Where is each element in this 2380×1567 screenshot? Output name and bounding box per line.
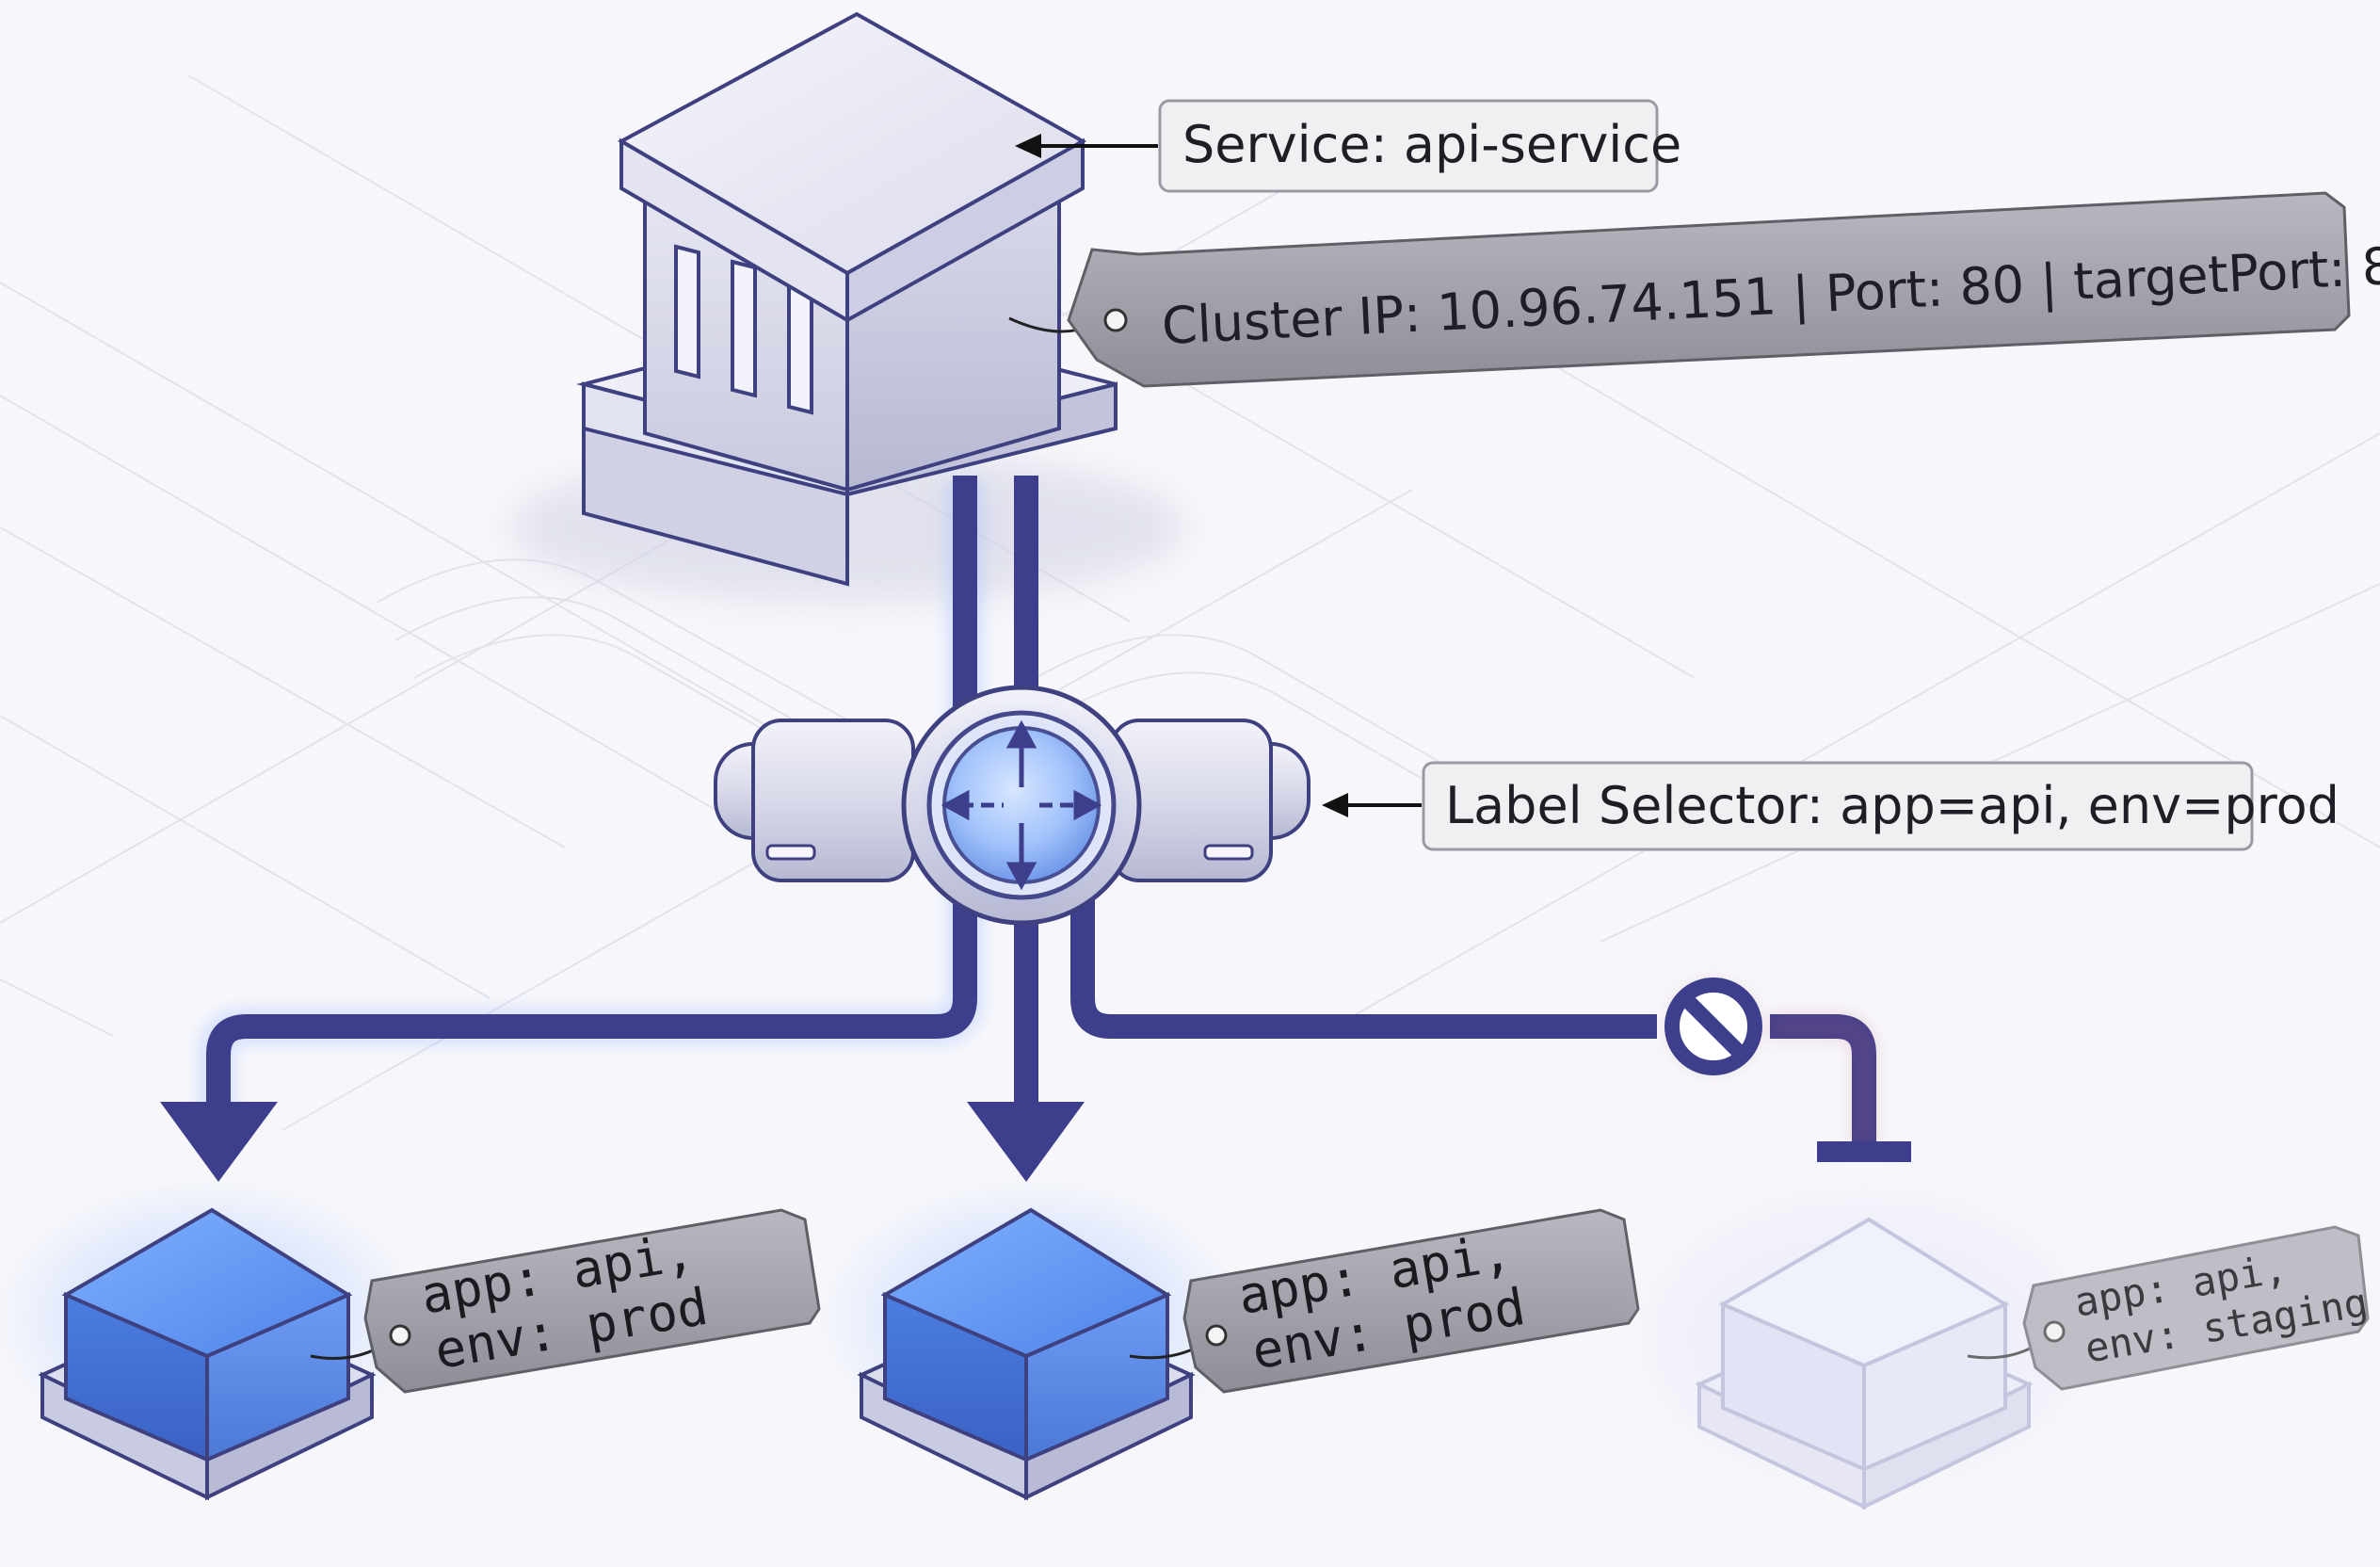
no-entry-icon	[1664, 977, 1762, 1075]
block-bar	[1817, 1141, 1911, 1162]
service-server-icon	[576, 11, 1118, 587]
service-details-tag: Cluster IP: 10.96.74.151 | Port: 80 | ta…	[1008, 191, 2380, 388]
arrow-head-pod-2	[967, 1102, 1085, 1182]
selector-callout: Label Selector: app=api, env=prod	[1322, 761, 2340, 851]
pod-3	[1648, 1196, 2081, 1510]
selector-label: Label Selector: app=api, env=prod	[1445, 776, 2340, 835]
arrow-head-pod-1	[160, 1102, 278, 1182]
route-to-pod-3-blocked	[1070, 876, 1657, 1039]
label-selector-hub-icon	[714, 685, 1311, 926]
route-to-pod-1	[206, 876, 977, 1107]
pod-2	[814, 1177, 1247, 1501]
service-name-callout: Service: api-service	[1015, 99, 1681, 193]
pod-1	[0, 1177, 424, 1501]
pod-1-tag: app: api, env: prod	[310, 1208, 821, 1394]
service-name-label: Service: api-service	[1182, 115, 1681, 174]
